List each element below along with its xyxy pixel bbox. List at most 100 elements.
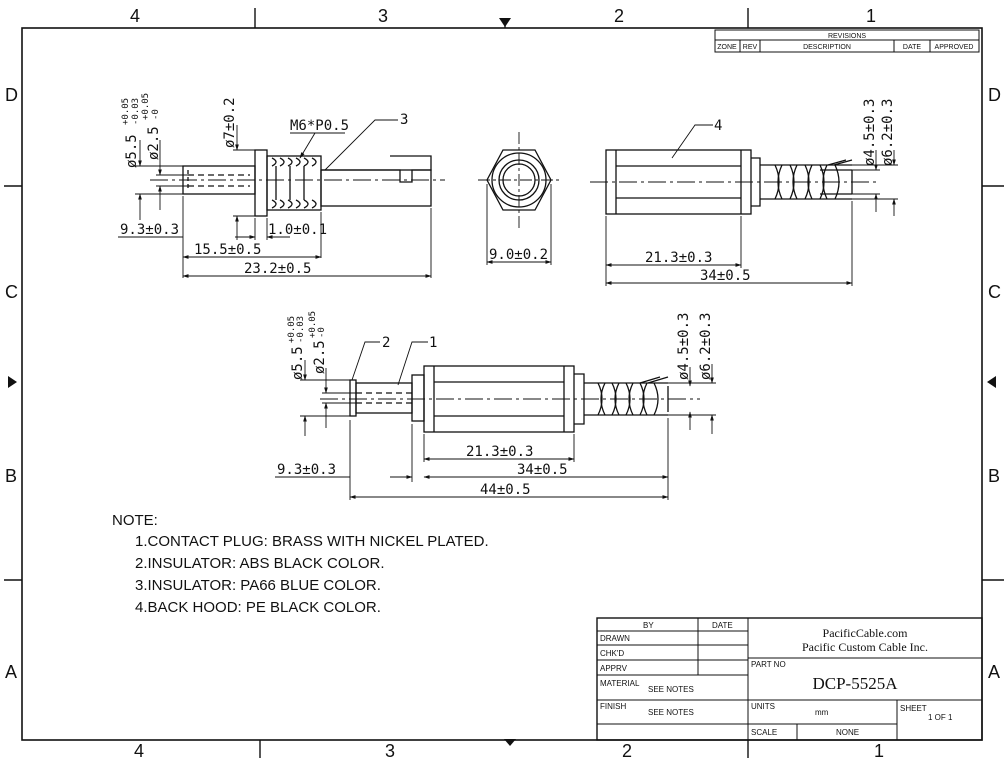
view4-diameter-2-5-tol-upper: +0.05 — [308, 311, 318, 338]
view4-dimensions — [275, 341, 716, 500]
center-mark-right-icon — [987, 376, 996, 388]
view1-diameter-5-5: ø5.5 — [124, 134, 140, 168]
view4-dim-21-3: 21.3±0.3 — [466, 444, 533, 460]
zone-bottom-1: 1 — [874, 741, 884, 761]
tb-sheet-label: SHEET — [900, 704, 927, 713]
rev-col-description: DESCRIPTION — [803, 44, 851, 51]
rev-col-zone: ZONE — [717, 44, 737, 51]
view1-callout-3: 3 — [400, 112, 408, 128]
view4-dim-44: 44±0.5 — [480, 482, 531, 498]
center-mark-top-icon — [499, 18, 511, 27]
zone-right-d: D — [988, 85, 1001, 105]
view3-diameter-6-2: ø6.2±0.3 — [880, 99, 896, 166]
rev-col-approved: APPROVED — [935, 44, 974, 51]
view3-dimensions — [605, 124, 898, 286]
center-mark-bottom-icon — [504, 739, 516, 746]
tb-apprv: APPRV — [600, 664, 628, 673]
zone-top-4: 4 — [130, 6, 140, 26]
zone-top-3: 3 — [378, 6, 388, 26]
zone-bottom-2: 2 — [622, 741, 632, 761]
view4-diameter-6-2: ø6.2±0.3 — [698, 313, 714, 380]
view1-dim-9-3: 9.3±0.3 — [120, 222, 179, 238]
view1-dim-1-0: 1.0±0.1 — [268, 222, 327, 238]
view4-diameter-4-5: ø4.5±0.3 — [676, 313, 692, 380]
view1-thread-label: M6*P0.5 — [290, 118, 349, 134]
zone-right-a: A — [988, 662, 1000, 682]
revisions-table: REVISIONS ZONE REV DESCRIPTION DATE APPR… — [714, 29, 980, 53]
view1-diameter-7: ø7±0.2 — [222, 97, 238, 148]
tb-drawn: DRAWN — [600, 634, 630, 643]
tb-chkd: CHK'D — [600, 649, 624, 658]
zone-left-d: D — [5, 85, 18, 105]
view1-diameter-2-5-tol-lower: -0 — [151, 109, 161, 120]
view2-dimensions — [486, 184, 552, 265]
drawing-frame — [4, 8, 1004, 758]
zone-bottom-4: 4 — [134, 741, 144, 761]
part-number: DCP-5525A — [812, 674, 898, 693]
view-contact-plug — [150, 149, 445, 217]
tb-part-no-label: PART NO — [751, 660, 786, 669]
rev-col-rev: REV — [743, 44, 758, 51]
center-mark-left-icon — [8, 376, 17, 388]
view1-dim-23-2: 23.2±0.5 — [244, 261, 311, 277]
view1-labels: ø5.5 +0.05 -0.03 ø2.5 +0.05 -0 ø7±0.2 M6… — [120, 93, 408, 277]
view3-labels: 4 ø4.5±0.3 ø6.2±0.3 21.3±0.3 34±0.5 — [645, 99, 896, 284]
title-block-labels: BY DATE DRAWN CHK'D APPRV MATERIAL SEE N… — [600, 621, 953, 737]
tb-units: mm — [815, 708, 829, 717]
tb-date: DATE — [712, 621, 733, 630]
revisions-title: REVISIONS — [828, 33, 866, 40]
tb-sheet: 1 OF 1 — [928, 713, 953, 722]
tb-material-label: MATERIAL — [600, 679, 640, 688]
view1-diameter-5-5-tol-upper: +0.05 — [121, 98, 131, 125]
tb-scale-label: SCALE — [751, 728, 777, 737]
view4-diameter-5-5-tol-upper: +0.05 — [287, 316, 297, 343]
view1-diameter-2-5: ø2.5 — [146, 126, 162, 160]
view2-dim-9-0: 9.0±0.2 — [489, 247, 548, 263]
zone-right-b: B — [988, 466, 1000, 486]
title-block — [596, 617, 983, 741]
view1-dim-15-5: 15.5±0.5 — [194, 242, 261, 258]
tb-scale: NONE — [836, 728, 859, 737]
view3-dim-21-3: 21.3±0.3 — [645, 250, 712, 266]
note-item-3: 3.INSULATOR: PA66 BLUE COLOR. — [135, 577, 381, 594]
view4-diameter-5-5-tol-lower: -0.03 — [296, 316, 306, 343]
zone-top-1: 1 — [866, 6, 876, 26]
zone-right-c: C — [988, 282, 1001, 302]
view1-diameter-5-5-tol-lower: -0.03 — [131, 98, 141, 125]
view3-diameter-4-5: ø4.5±0.3 — [862, 99, 878, 166]
view-hex-end — [478, 132, 560, 228]
zone-left-a: A — [5, 662, 17, 682]
view4-callout-2: 2 — [382, 335, 390, 351]
view-assembly — [320, 365, 700, 433]
zone-bottom-3: 3 — [385, 741, 395, 761]
tb-units-label: UNITS — [751, 702, 775, 711]
notes: NOTE: 1.CONTACT PLUG: BRASS WITH NICKEL … — [112, 512, 489, 616]
tb-finish-value: SEE NOTES — [648, 708, 694, 717]
notes-heading: NOTE: — [112, 512, 158, 529]
title-block-company: PacificCable.com Pacific Custom Cable In… — [802, 626, 928, 693]
view4-diameter-2-5: ø2.5 — [312, 340, 328, 374]
company-line-1: PacificCable.com — [823, 626, 909, 640]
view4-dim-34: 34±0.5 — [517, 462, 568, 478]
zone-left-b: B — [5, 466, 17, 486]
note-item-4: 4.BACK HOOD: PE BLACK COLOR. — [135, 599, 381, 616]
view4-diameter-5-5: ø5.5 — [290, 346, 306, 380]
view4-diameter-2-5-tol-lower: -0 — [317, 327, 327, 338]
view1-diameter-2-5-tol-upper: +0.05 — [141, 93, 151, 120]
view-back-hood — [590, 149, 880, 215]
rev-col-date: DATE — [903, 44, 921, 51]
view3-dim-34: 34±0.5 — [700, 268, 751, 284]
tb-finish-label: FINISH — [600, 702, 626, 711]
zone-top-2: 2 — [614, 6, 624, 26]
view4-dim-9-3: 9.3±0.3 — [277, 462, 336, 478]
view4-labels: ø5.5 +0.05 -0.03 ø2.5 +0.05 -0 2 1 ø4.5±… — [277, 311, 714, 498]
zone-left-c: C — [5, 282, 18, 302]
view3-callout-4: 4 — [714, 118, 722, 134]
view1-dimensions — [118, 119, 432, 278]
view4-callout-1: 1 — [429, 335, 437, 351]
note-item-2: 2.INSULATOR: ABS BLACK COLOR. — [135, 555, 385, 572]
tb-by: BY — [643, 621, 654, 630]
tb-material-value: SEE NOTES — [648, 685, 694, 694]
note-item-1: 1.CONTACT PLUG: BRASS WITH NICKEL PLATED… — [135, 533, 489, 550]
